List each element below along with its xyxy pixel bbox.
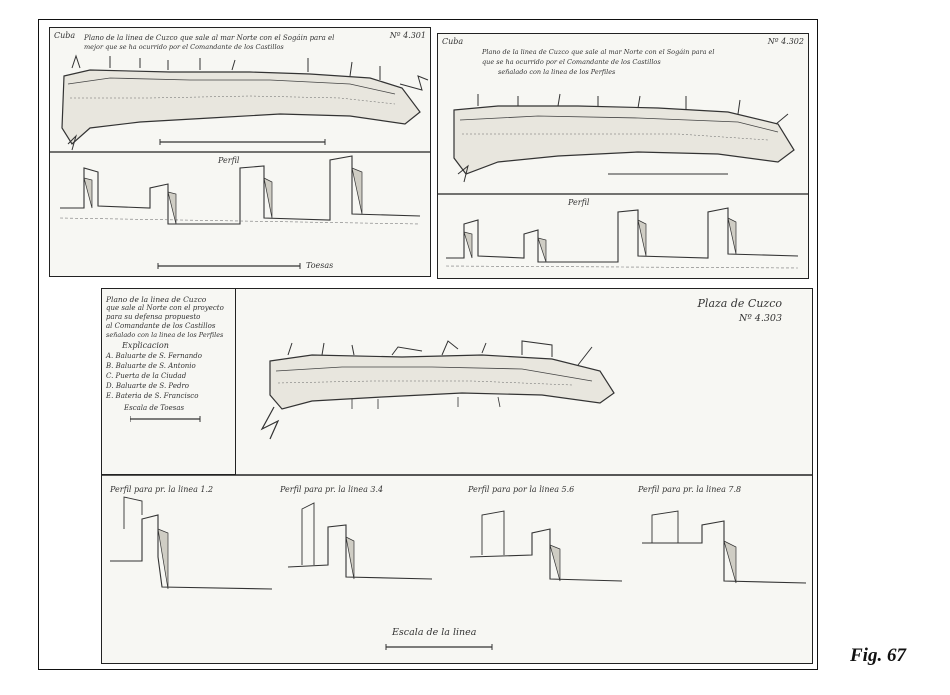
plan-title-line1: Plano de la linea de Cuzco que sale al m…: [84, 34, 335, 42]
scale-label: Toesas: [306, 261, 334, 270]
legend-item: A. Baluarte de S. Fernando: [106, 352, 202, 360]
profile-caption: Perfil para pr. la linea 7.8: [638, 485, 742, 494]
legend-title-line: para su defensa propuesto: [106, 313, 201, 321]
legend-scale-bar: [130, 416, 201, 422]
figure-frame: Cuba Nº 4.301 Plano de la linea de Cuzco…: [38, 19, 818, 670]
legend-title-line: señalado con la linea de los Perfiles: [106, 331, 224, 339]
legend-scale-label: Escala de Toesas: [124, 404, 185, 412]
legend-item: B. Baluarte de S. Antonio: [106, 362, 196, 370]
plan-title-line2: mejor que se ha ocurrido por el Comandan…: [84, 43, 284, 51]
profile-label: Perfil: [218, 156, 240, 165]
figure-label: Fig. 67: [850, 645, 906, 666]
plan-number: Nº 4.303: [739, 313, 782, 324]
legend-title-line: al Comandante de los Castillos: [106, 322, 216, 330]
plate-bottom: Plano de la linea de Cuzco que sale al N…: [101, 288, 813, 664]
plate-top-right: Cuba Nº 4.302 Plano de la linea de Cuzco…: [437, 33, 809, 279]
profile-caption: Perfil para por la linea 5.6: [468, 485, 575, 494]
plan-drawing: [438, 93, 808, 269]
plan-title: Plaza de Cuzco: [697, 297, 782, 310]
corner-right-label: Nº 4.301: [389, 31, 426, 40]
profile-caption: Perfil para pr. la linea 1.2: [110, 485, 214, 494]
corner-left-label: Cuba: [54, 31, 76, 40]
legend-item: D. Baluarte de S. Pedro: [106, 382, 190, 390]
plan-drawing: [50, 54, 430, 269]
scale-label: Escala de la linea: [392, 627, 477, 638]
corner-left-label: Cuba: [442, 37, 464, 46]
profile-caption: Perfil para pr. la linea 3.4: [280, 485, 384, 494]
corner-right-label: Nº 4.302: [767, 37, 804, 46]
legend-title-line: que sale al Norte con el proyecto: [106, 304, 224, 312]
plan-drawing: [102, 340, 812, 650]
legend-item: C. Puerta de la Ciudad: [106, 372, 187, 380]
legend-title-line: Plano de la linea de Cuzco: [106, 295, 207, 304]
profile-label: Perfil: [568, 198, 590, 207]
legend-item: E. Bateria de S. Francisco: [106, 392, 199, 400]
plan-title-line1: Plano de la linea de Cuzco que sale al m…: [482, 48, 715, 56]
plan-title-line3: señalado con la linea de los Perfiles: [498, 68, 616, 76]
plan-title-line2: que se ha ocurrido por el Comandante de …: [482, 58, 661, 66]
legend-heading: Explicacion: [122, 341, 169, 350]
plate-top-left: Cuba Nº 4.301 Plano de la linea de Cuzco…: [49, 27, 431, 277]
